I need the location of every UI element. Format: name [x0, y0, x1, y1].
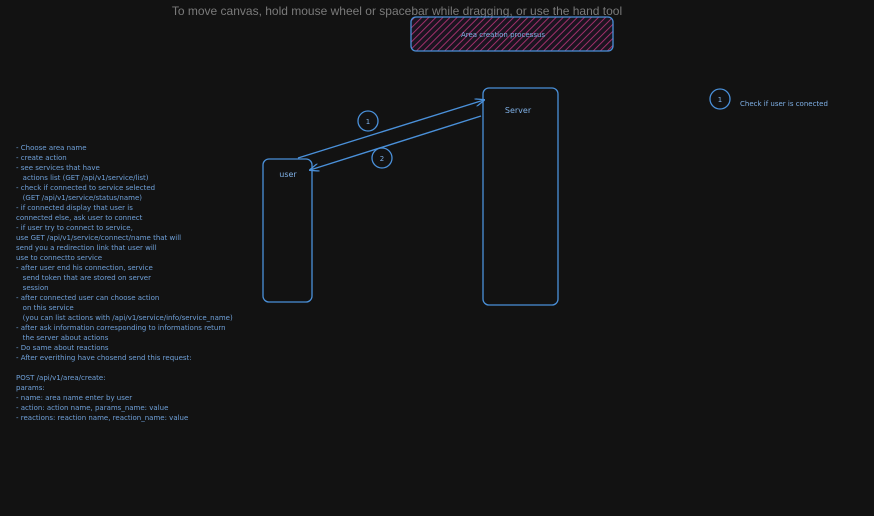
- note-line: - after ask information corresponding to…: [16, 324, 226, 332]
- note-line: - After everithing have chosend send thi…: [16, 354, 192, 362]
- user-node[interactable]: user: [262, 158, 313, 303]
- note-line: (you can list actions with /api/v1/servi…: [16, 314, 233, 322]
- title-box-label: Area creation processus: [461, 31, 545, 39]
- note-line: send token that are stored on server: [16, 274, 151, 282]
- note-line: - reactions: reaction name, reaction_nam…: [16, 414, 189, 422]
- note-line: - Choose area name: [16, 144, 87, 152]
- note-line: session: [16, 284, 49, 292]
- legend-item-1[interactable]: 1 Check if user is conected: [709, 88, 828, 110]
- note-line: use GET /api/v1/service/connect/name tha…: [16, 234, 182, 242]
- note-line: - see services that have: [16, 164, 100, 172]
- legend-number: 1: [718, 96, 722, 104]
- step-marker-1[interactable]: 1: [357, 110, 379, 132]
- note-line: actions list (GET /api/v1/service/list): [16, 174, 149, 182]
- arrow-user-to-server[interactable]: [297, 100, 484, 159]
- note-line: send you a redirection link that user wi…: [16, 244, 157, 252]
- note-line: on this service: [16, 304, 74, 312]
- process-notes[interactable]: - Choose area name - create action - see s…: [16, 143, 316, 423]
- step-marker-1-number: 1: [366, 118, 370, 126]
- note-line: params:: [16, 384, 45, 392]
- note-line: the server about actions: [16, 334, 109, 342]
- user-node-label: user: [279, 170, 297, 179]
- note-line: POST /api/v1/area/create:: [16, 374, 106, 382]
- arrow-server-to-user[interactable]: [310, 115, 482, 170]
- note-line: use to connectto service: [16, 254, 103, 262]
- title-box[interactable]: Area creation processus: [410, 16, 614, 52]
- canvas-hint: To move canvas, hold mouse wheel or spac…: [171, 4, 623, 18]
- note-line: - after connected user can choose action: [16, 294, 160, 302]
- note-line: - check if connected to service selected: [16, 184, 156, 192]
- note-line: - name: area name enter by user: [16, 394, 133, 402]
- note-line: [16, 363, 316, 373]
- note-line: - create action: [16, 154, 67, 162]
- note-line: (GET /api/v1/service/status/name): [16, 194, 142, 202]
- step-marker-2-number: 2: [380, 155, 384, 163]
- note-line: - after user end his connection, service: [16, 264, 153, 272]
- server-node-label: Server: [505, 106, 532, 115]
- note-line: - Do same about reactions: [16, 344, 109, 352]
- server-node[interactable]: Server: [482, 87, 559, 306]
- step-marker-2[interactable]: 2: [371, 147, 393, 169]
- legend-text: Check if user is conected: [740, 100, 828, 108]
- note-line: - action: action name, params_name: valu…: [16, 404, 169, 412]
- note-line: connected else, ask user to connect: [16, 214, 143, 222]
- note-line: - if connected display that user is: [16, 204, 133, 212]
- note-line: - if user try to connect to service,: [16, 224, 133, 232]
